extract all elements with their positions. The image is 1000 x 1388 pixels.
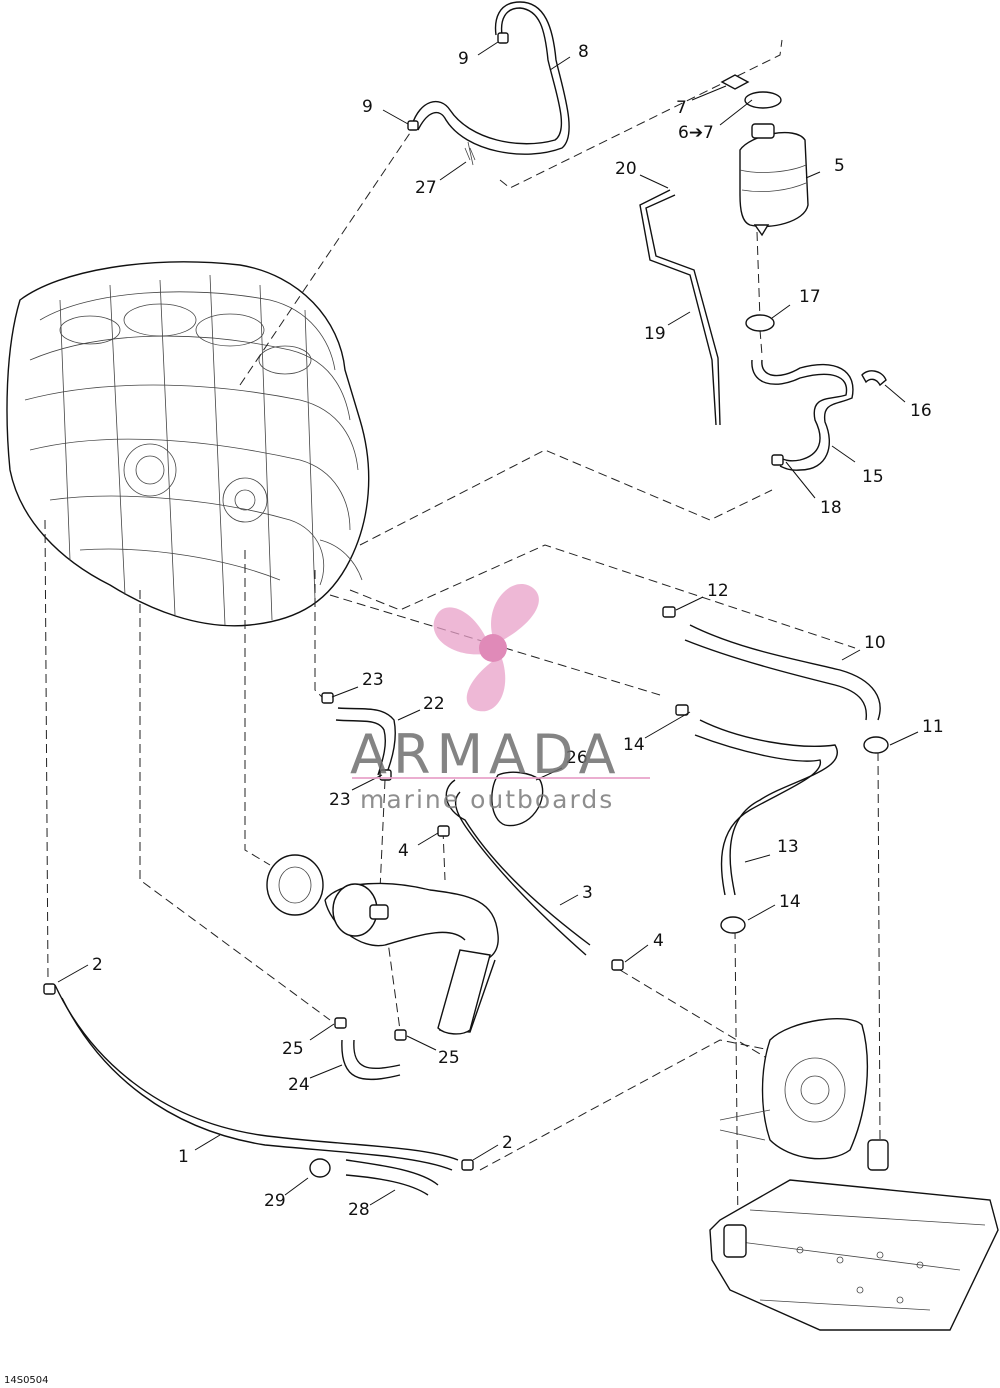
coolant-tank	[720, 74, 809, 237]
callout-23: 23	[329, 790, 351, 810]
hoses	[54, 1, 881, 1196]
intake-housing	[719, 1018, 869, 1160]
callout-15: 14	[623, 735, 645, 755]
callout-11: 11	[922, 717, 944, 737]
pump-housing	[266, 854, 499, 1035]
propeller-logo	[433, 584, 539, 712]
callout-labels: 9 8 9 7 6➔7 5 20 27 19 17 16 15 18 12 10…	[4, 42, 944, 1386]
callout-26: 26	[566, 748, 588, 768]
engine-block	[6, 261, 370, 627]
watermark: ARMADA marine outboards	[350, 584, 650, 814]
callout-23: 23	[362, 670, 384, 690]
callout-22: 22	[423, 694, 445, 714]
callout-28: 28	[348, 1200, 370, 1220]
callout-17: 16	[910, 401, 932, 421]
clamps	[43, 32, 889, 1171]
ride-plate	[709, 1139, 999, 1331]
callout-10: 10	[864, 633, 886, 653]
callout-27: 27	[415, 178, 437, 198]
callout-1: 1	[178, 1147, 189, 1167]
callout-2: 2	[502, 1133, 513, 1153]
callout-2: 2	[92, 955, 103, 975]
callout-13: 13	[777, 837, 799, 857]
callout-21: 20	[615, 159, 637, 179]
callout-14: 14	[779, 892, 801, 912]
callout-4: 4	[398, 841, 409, 861]
callout-12: 12	[707, 581, 729, 601]
callout-6-to-7: 6➔7	[678, 123, 714, 143]
callout-25: 25	[438, 1048, 460, 1068]
callout-19: 18	[820, 498, 842, 518]
callout-3: 3	[582, 883, 593, 903]
callout-9: 9	[458, 49, 469, 69]
callout-8: 8	[578, 42, 589, 62]
callout-4: 4	[653, 931, 664, 951]
callout-29: 29	[264, 1191, 286, 1211]
routing-lines	[44, 39, 881, 1231]
watermark-subtitle: marine outboards	[360, 785, 614, 814]
callout-16: 15	[862, 467, 884, 487]
callout-25: 25	[282, 1039, 304, 1059]
callout-20: 19	[644, 324, 666, 344]
drawing-code: 14S0504	[4, 1375, 49, 1386]
callout-24: 24	[288, 1075, 310, 1095]
callout-5: 5	[834, 156, 845, 176]
callout-9: 9	[362, 97, 373, 117]
callout-7: 7	[676, 98, 687, 118]
callout-18: 17	[799, 287, 821, 307]
leader-lines	[57, 41, 919, 1206]
watermark-title: ARMADA	[350, 723, 622, 786]
watermark-rule	[352, 777, 650, 779]
